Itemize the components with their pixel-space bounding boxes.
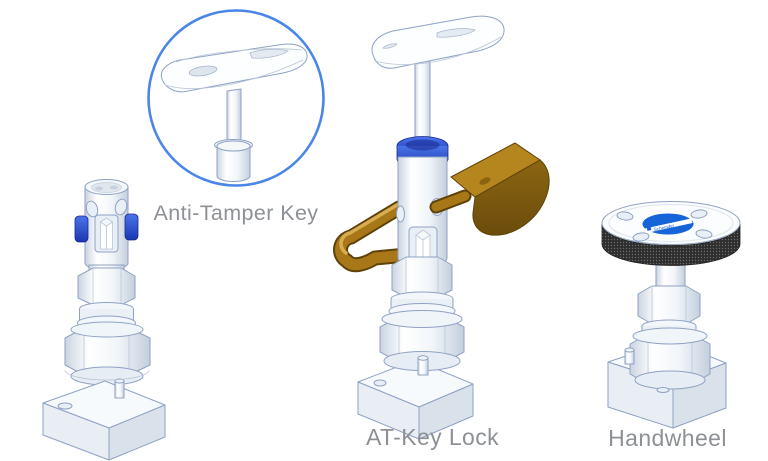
at-key-lock-label: AT-Key Lock	[365, 424, 500, 450]
base-hole	[656, 387, 670, 393]
anti-tamper-key-illustration	[147, 9, 325, 187]
padlock-body	[450, 142, 550, 236]
lower-hex-nut	[64, 321, 151, 376]
anti-tamper-key-label: Anti-Tamper Key	[153, 201, 319, 225]
t-handle-key	[371, 15, 505, 69]
collar-rings	[77, 302, 136, 331]
anti-tamper-key	[160, 43, 308, 182]
brand-logo-text: Schneider	[653, 223, 675, 232]
blue-locking-ring	[74, 213, 139, 243]
handwheel-valve-illustration: Schneider	[601, 201, 741, 429]
base-pin	[624, 347, 635, 365]
valve-base-block	[357, 359, 474, 440]
knurled-rim	[601, 223, 741, 266]
handwheel-label: Handwheel	[608, 425, 727, 451]
valve-body	[379, 256, 465, 363]
anti-tamper-valve-illustration	[42, 179, 166, 461]
anti-tamper-head	[74, 179, 139, 271]
valve-base-block	[42, 378, 166, 461]
brand-logo-badge: Schneider	[642, 213, 694, 235]
upper-hex-nut	[77, 267, 136, 306]
key-stem	[414, 52, 431, 144]
padlock-shackle	[333, 200, 415, 273]
at-key-lock-illustration	[333, 15, 550, 440]
base-pin	[417, 355, 429, 376]
handwheel: Schneider	[601, 201, 741, 266]
lower-hex-nut	[629, 327, 711, 390]
upper-hex-nut	[637, 285, 701, 325]
